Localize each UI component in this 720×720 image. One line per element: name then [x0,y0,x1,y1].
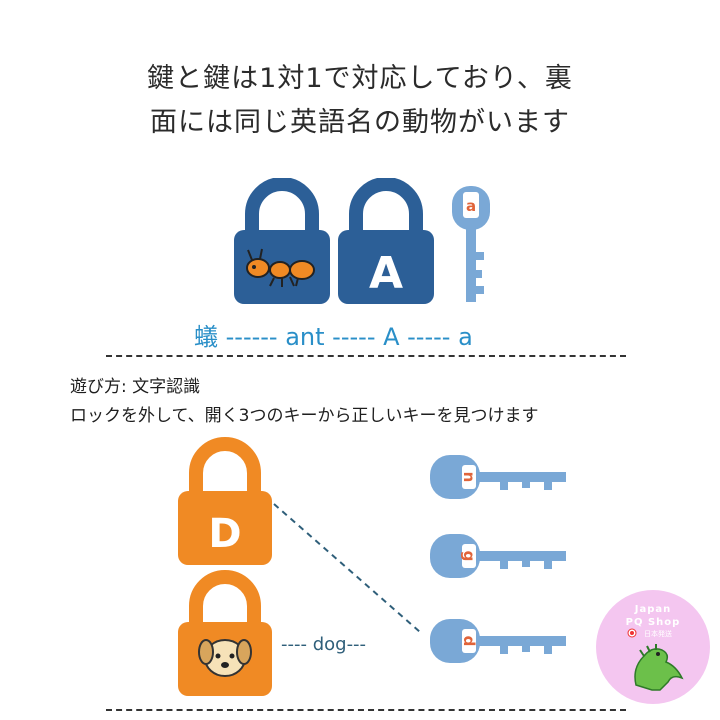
divider-bottom [106,709,626,711]
match-connector [273,503,421,633]
key-option-2[interactable]: g [430,531,570,581]
headline-line-2: 面には同じ英語名の動物がいます [150,107,570,138]
key-option-2-letter: g [460,551,478,562]
example-caption: 蟻 ------ ant ----- A ----- a [194,323,473,351]
shop-badge: Japan PQ Shop 日本発送 [596,590,710,704]
key-option-3-letter: d [460,636,478,647]
badge-line-1: Japan [634,604,672,615]
orange-lock-dog [178,570,272,696]
blue-lock-letter-label: A [369,248,403,299]
instructions-text: ロックを外して、開く3つのキーから正しいキーを見つけます [70,406,539,426]
divider-top [106,355,626,357]
key-option-1[interactable]: n [430,452,570,502]
dinosaur-icon [634,644,684,691]
blue-key-letter: a [466,197,476,215]
blue-key-vertical: a [452,186,490,302]
orange-lock-letter: D [178,437,272,565]
instructions-title: 遊び方: 文字認識 [70,377,201,397]
dog-icon [198,639,252,677]
key-option-1-letter: n [460,472,478,483]
orange-lock-letter-label: D [208,511,241,557]
key-option-3[interactable]: d [430,616,570,666]
headline-line-1: 鍵と鍵は1対1で対応しており、裏 [147,63,573,94]
blue-lock-letter: A [338,178,434,304]
ant-icon [246,248,315,287]
shop-badge-art: Japan PQ Shop 日本発送 [626,604,684,691]
blue-lock-ant [234,178,330,304]
dog-label: ---- dog--- [281,634,367,655]
badge-line-3: 日本発送 [644,629,672,638]
japan-flag-dot [630,631,634,635]
badge-line-2: PQ Shop [626,617,681,628]
